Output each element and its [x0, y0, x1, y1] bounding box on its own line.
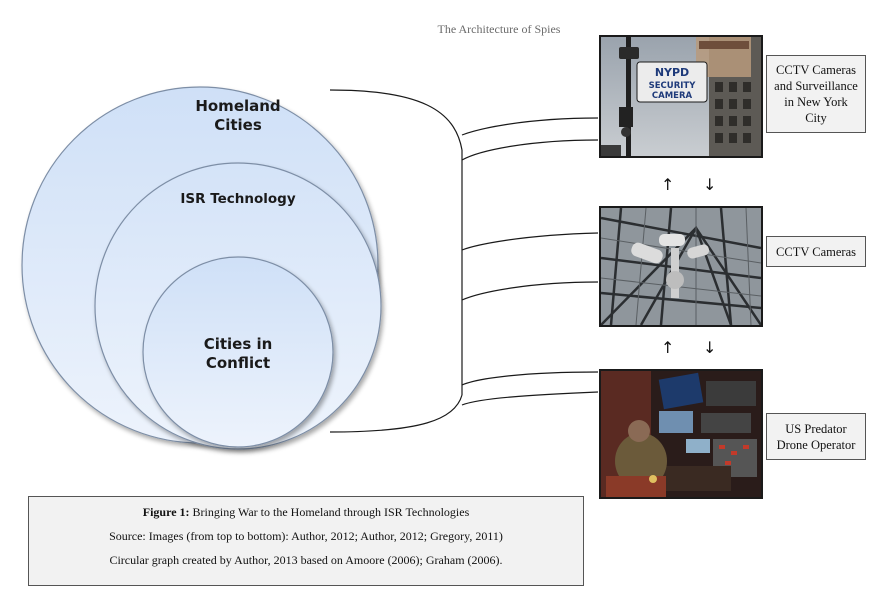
- bracket-to-photo3-a: [461, 371, 599, 386]
- arrow-down-1: ↓: [703, 175, 717, 194]
- label-drone-operator: US Predator Drone Operator: [766, 413, 866, 460]
- bracket-to-photo2-b: [461, 281, 599, 301]
- bracket-to-photo2-a: [461, 232, 599, 251]
- label-cctv-cameras: CCTV Cameras: [766, 236, 866, 267]
- outer-circle-label-line2: Cities: [214, 116, 262, 134]
- photo-cctv-cameras: [599, 206, 763, 327]
- arrow-up-1: ↑: [661, 175, 675, 194]
- caption-title-line: Figure 1: Bringing War to the Homeland t…: [29, 505, 583, 520]
- nypd-sign-line3: CAMERA: [652, 91, 693, 101]
- inner-circle-cities-in-conflict: [142, 256, 334, 448]
- photo-drone-operator: [599, 369, 763, 499]
- connector-top: [329, 89, 463, 151]
- caption-source: Source: Images (from top to bottom): Aut…: [109, 529, 503, 543]
- connector-lines: [329, 89, 599, 433]
- middle-circle-label: ISR Technology: [180, 191, 295, 207]
- bracket-to-photo3-b: [461, 391, 599, 406]
- inner-circle-label-line2: Conflict: [206, 354, 270, 372]
- label-drone-line1: US Predator: [785, 421, 847, 436]
- label-drone-line2: Drone Operator: [776, 437, 856, 452]
- bracket-to-photo1-b: [461, 139, 599, 161]
- caption-figure-label: Figure 1:: [142, 505, 190, 519]
- caption-figure-title: Bringing War to the Homeland through ISR…: [189, 505, 470, 519]
- label-nypd-cctv: CCTV Cameras and Surveillance in New Yor…: [766, 55, 866, 133]
- arrow-up-2: ↑: [661, 338, 675, 357]
- nypd-sign-line2: SECURITY: [649, 81, 697, 91]
- photo-nypd-cctv: NYPD SECURITY CAMERA: [599, 35, 763, 158]
- bracket-to-photo1-a: [461, 117, 599, 136]
- nypd-sign-line1: NYPD: [655, 66, 689, 79]
- outer-circle-label-line1: Homeland: [195, 97, 280, 115]
- inner-circle-label-line1: Cities in: [204, 335, 273, 353]
- figure-caption: Figure 1: Bringing War to the Homeland t…: [28, 496, 584, 586]
- label-nypd-line3: in New York: [784, 95, 848, 109]
- label-nypd-line4: City: [805, 111, 827, 125]
- caption-credit: Circular graph created by Author, 2013 b…: [109, 553, 503, 567]
- connector-bottom: [329, 394, 463, 433]
- label-nypd-line2: and Surveillance: [774, 79, 858, 93]
- running-head: The Architecture of Spies: [437, 22, 561, 36]
- arrow-down-2: ↓: [703, 338, 717, 357]
- label-nypd-line1: CCTV Cameras: [776, 63, 856, 77]
